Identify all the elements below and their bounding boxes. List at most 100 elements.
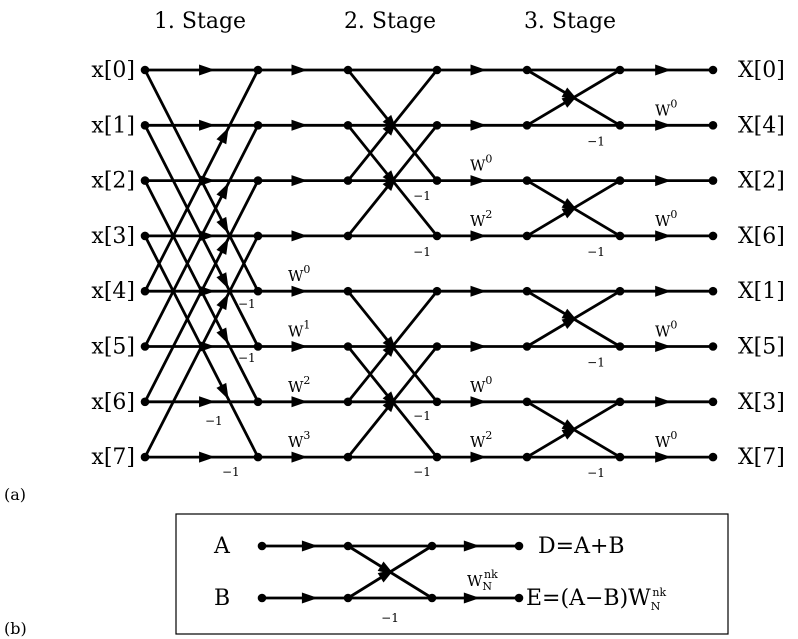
node-c5-r3 <box>615 231 625 241</box>
node-c0-r4 <box>140 286 150 296</box>
node-c6-r1 <box>708 121 718 130</box>
stage-title-1: 1. Stage <box>154 9 246 34</box>
panel-b-input-b: B <box>214 586 230 611</box>
stage1-straight-edge-1-arrow <box>199 119 216 131</box>
node-c0-r1 <box>140 121 150 130</box>
stage3-minus-one-7: −1 <box>587 466 605 480</box>
stage2-minus-one-7: −1 <box>413 465 431 479</box>
panel-b-node-top-2 <box>427 541 437 551</box>
stage1-out-edge-2-arrow <box>291 175 308 187</box>
panel-b-cross-b-edge-arrow <box>377 569 395 583</box>
node-c1-r4 <box>253 286 263 296</box>
panel-b-out-e-edge-arrow <box>463 592 480 604</box>
output-label-0: X[0] <box>738 58 785 83</box>
stage1-out-edge-7-arrow <box>291 451 308 463</box>
panel-b-minus-one: −1 <box>381 611 399 625</box>
stage3-minus-one-3: −1 <box>587 245 605 259</box>
panel-a-label: (a) <box>4 485 26 504</box>
node-c3-r4 <box>432 286 442 296</box>
node-c3-r6 <box>432 397 442 407</box>
node-c1-r5 <box>253 342 263 351</box>
node-c2-r4 <box>343 286 353 296</box>
node-c3-r1 <box>432 121 442 130</box>
stage1-cross-edge-7 <box>143 234 260 459</box>
stage2-twiddle-7: W2 <box>470 429 492 451</box>
node-c4-r5 <box>522 342 532 351</box>
stage2-twiddle-6: W0 <box>470 374 492 396</box>
output-label-6: X[3] <box>738 390 785 415</box>
stage1-twiddle-6: W2 <box>288 374 310 396</box>
stage1-out-edge-5-arrow <box>291 341 308 352</box>
stage1-cross-edge-1-arrow <box>216 272 229 289</box>
node-c0-r0 <box>140 65 150 75</box>
flow-graph-nodes <box>140 65 718 462</box>
stage1-cross-edge-7-arrow <box>216 293 229 311</box>
stage3-out-edge-5-arrow <box>655 341 672 352</box>
node-c1-r3 <box>253 231 263 241</box>
stage2-twiddle-3: W2 <box>470 208 492 230</box>
node-c6-r6 <box>708 397 718 407</box>
node-c5-r5 <box>615 342 625 351</box>
stage1-out-edge-1-arrow <box>291 119 308 131</box>
stage-title-3: 3. Stage <box>524 9 616 34</box>
node-c5-r0 <box>615 65 625 75</box>
node-c4-r1 <box>522 121 532 130</box>
node-c3-r5 <box>432 342 442 351</box>
stage1-twiddle-5: W1 <box>288 319 310 341</box>
stage1-cross-edge-6-arrow <box>216 238 229 255</box>
node-c6-r4 <box>708 286 718 296</box>
stage3-cross-edge-5-arrow <box>561 316 579 329</box>
panel-b-node-bottom-2 <box>427 593 437 603</box>
stage1-minus-one-4: −1 <box>238 297 256 311</box>
node-c3-r7 <box>432 452 442 462</box>
node-c6-r3 <box>708 231 718 241</box>
panel-b-node-bottom-0 <box>257 593 267 603</box>
stage2-cross-edge-3-arrow <box>382 175 397 191</box>
stage3-twiddle-3: W0 <box>655 208 677 230</box>
panel-b-in-b-edge-arrow <box>301 592 318 604</box>
stage3-twiddle-7: W0 <box>655 429 677 451</box>
input-label-7: x[7] <box>91 445 135 470</box>
output-label-2: X[2] <box>738 169 785 194</box>
stage3-minus-one-5: −1 <box>587 356 605 370</box>
panel-b-label: (b) <box>4 619 27 638</box>
node-c0-r6 <box>140 397 150 407</box>
stage1-twiddle-7: W3 <box>288 429 310 451</box>
panel-b-out-d-edge-arrow <box>463 540 480 552</box>
output-label-3: X[6] <box>738 224 785 249</box>
output-label-5: X[5] <box>738 335 785 360</box>
node-c5-r7 <box>615 452 625 462</box>
panel-b-output-e: E=(A−B)WNnk <box>526 586 666 613</box>
stage1-out-edge-3-arrow <box>291 230 308 242</box>
panel-b-output-d: D=A+B <box>538 534 625 559</box>
node-c0-r7 <box>140 452 150 462</box>
output-label-1: X[4] <box>738 113 785 138</box>
stage3-twiddle-1: W0 <box>655 97 677 119</box>
stage2-cross-edge-6-arrow <box>382 340 397 357</box>
stage1-out-edge-6-arrow <box>291 396 308 408</box>
stage3-out-edge-4-arrow <box>655 285 672 297</box>
stage2-minus-one-6: −1 <box>413 409 431 423</box>
node-c1-r2 <box>253 176 263 185</box>
stage1-minus-one-7: −1 <box>222 465 240 479</box>
output-label-7: X[7] <box>738 445 785 470</box>
panel-b-input-a: A <box>213 534 231 559</box>
input-label-6: x[6] <box>91 390 135 415</box>
node-c0-r5 <box>140 342 150 351</box>
node-c6-r5 <box>708 342 718 351</box>
node-c6-r2 <box>708 176 718 185</box>
node-c0-r2 <box>140 176 150 185</box>
stage3-out-edge-2-arrow <box>655 175 672 187</box>
stage3-twiddle-5: W0 <box>655 319 677 341</box>
stage3-cross-edge-1-arrow <box>561 94 579 108</box>
stage2-out-edge-6-arrow <box>470 396 487 408</box>
stage2-minus-one-2: −1 <box>413 189 431 203</box>
stage3-out-edge-3-arrow <box>655 230 672 242</box>
node-c4-r7 <box>522 452 532 462</box>
input-label-0: x[0] <box>91 58 135 83</box>
input-label-2: x[2] <box>91 169 135 194</box>
node-c4-r6 <box>522 397 532 407</box>
stage1-cross-edge-5-arrow <box>216 182 229 200</box>
